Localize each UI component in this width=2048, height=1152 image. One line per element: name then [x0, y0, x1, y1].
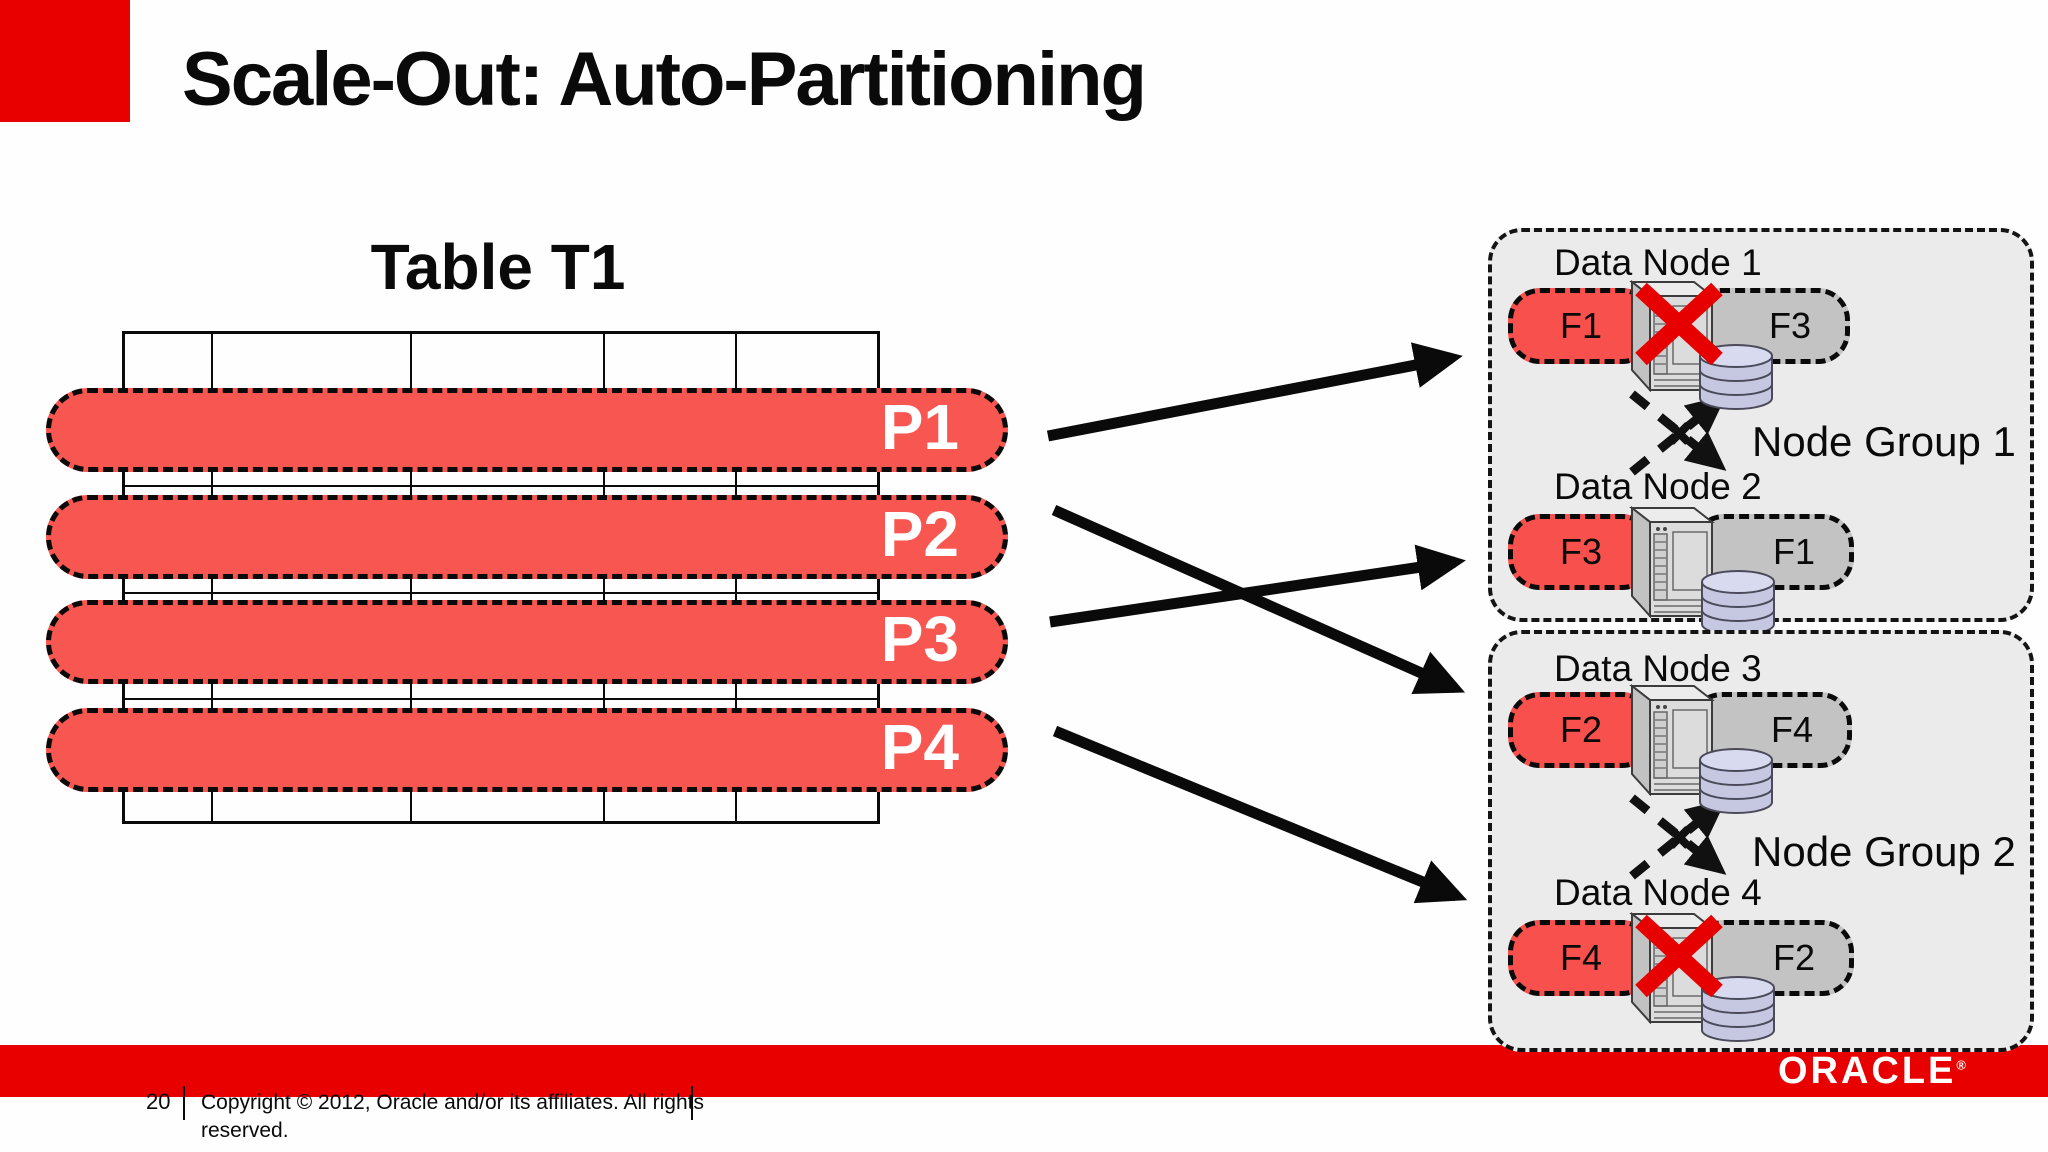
partition-label: P2: [880, 498, 959, 571]
slide-title: Scale-Out: Auto-Partitioning: [182, 37, 1147, 122]
data-node-label: Data Node 4: [1554, 872, 1762, 913]
red-x-icon: [1635, 282, 1723, 366]
node-group-label: Node Group 1: [1752, 418, 2016, 465]
fragment-pill-primary: F3: [1508, 514, 1654, 590]
fragment-label: F4: [1770, 709, 1813, 750]
red-x-icon: [1635, 914, 1723, 998]
partition-label: P1: [880, 391, 959, 464]
fragment-label: F2: [1772, 937, 1815, 978]
server-icon: [1629, 683, 1715, 796]
partition-bar: [46, 600, 1008, 684]
partition-bar-outline: P1: [46, 388, 1008, 472]
partition-label: P3: [880, 603, 959, 676]
page-number: 20: [146, 1089, 171, 1114]
table-grid-line-h: [125, 698, 877, 700]
partition-bar-outline: P3: [46, 600, 1008, 684]
partition-bar-outline: P4: [46, 708, 1008, 792]
oracle-red-footer-bar: [0, 1045, 2048, 1097]
data-node-label: Data Node 3: [1554, 648, 1762, 689]
fragment-label: F1: [1559, 305, 1602, 346]
arrow-p3-to-data-node-2: [1049, 544, 1466, 628]
arrow-p2-to-data-node-3: [1051, 504, 1466, 694]
node-group-1: Data Node 1 F1 F3: [1488, 228, 2034, 636]
node-group-2: Data Node 3 F2 F4: [1488, 630, 2034, 1052]
data-node-label: Data Node 1: [1554, 242, 1762, 283]
copyright-line-1: Copyright © 2012, Oracle and/or its affi…: [201, 1091, 704, 1114]
fragment-pill-primary: F1: [1508, 288, 1654, 364]
arrow-p4-to-data-node-4: [1052, 725, 1468, 904]
server-icon: [1629, 505, 1715, 618]
replication-arrows-icon: [1629, 390, 1727, 476]
fragment-label: F4: [1559, 937, 1602, 978]
data-node-label: Data Node 2: [1554, 466, 1762, 507]
partition-bar: [46, 495, 1008, 579]
fragment-label: F3: [1559, 531, 1602, 572]
fragment-pill-primary: F2: [1508, 692, 1654, 768]
footer-separator: [691, 1086, 693, 1120]
table-grid-line-h: [125, 485, 877, 487]
oracle-logo: ORACLE®: [1778, 1050, 1966, 1093]
partition-bar-outline: P2: [46, 495, 1008, 579]
partition-bar: [46, 708, 1008, 792]
database-icon: [1699, 748, 1773, 814]
footer-separator: [183, 1086, 185, 1120]
partition-bar: [46, 388, 1008, 472]
table-grid-line-h: [125, 592, 877, 594]
node-group-label: Node Group 2: [1752, 828, 2016, 875]
arrow-p1-to-data-node-1: [1046, 342, 1463, 442]
copyright-text: Copyright © 2012, Oracle and/or its affi…: [201, 1089, 704, 1145]
registered-mark: ®: [1956, 1057, 1966, 1073]
fragment-label: F1: [1772, 531, 1815, 572]
copyright-line-2: reserved.: [201, 1119, 289, 1142]
database-icon: [1701, 570, 1775, 636]
oracle-logo-text: ORACLE: [1777, 1050, 1957, 1092]
fragment-label: F2: [1559, 709, 1602, 750]
table-caption: Table T1: [370, 231, 626, 303]
replication-arrows-icon: [1629, 794, 1727, 880]
oracle-red-corner-block: [0, 0, 130, 122]
fragment-label: F3: [1768, 305, 1811, 346]
partition-label: P4: [880, 711, 959, 784]
